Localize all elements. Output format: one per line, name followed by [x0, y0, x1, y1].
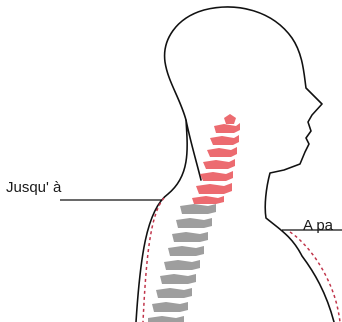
vertebra-t2: [176, 218, 212, 228]
vertebra-t5: [164, 260, 200, 270]
vertebra-t1: [180, 204, 216, 214]
vertebra-t8: [152, 302, 188, 312]
label-starting-point: A pa: [303, 218, 333, 233]
vertebra-t6: [160, 274, 196, 284]
back-outline: [165, 7, 334, 322]
vertebra-c3: [210, 135, 239, 145]
vertebra-c6: [200, 171, 233, 181]
vertebra-t4: [168, 246, 204, 256]
vertebra-c1: [224, 114, 236, 124]
vertebra-t7: [156, 288, 192, 298]
thoracic-vertebrae: [148, 204, 216, 322]
vertebra-t3: [172, 232, 208, 242]
vertebra-t9: [148, 316, 184, 322]
vertebra-c7: [196, 183, 232, 194]
vertebra-c5: [203, 159, 235, 169]
label-upper-limit: Jusqu' à: [6, 180, 61, 195]
vertebra-c8: [192, 196, 224, 204]
vertebra-c2: [214, 123, 240, 133]
vertebra-c4: [207, 147, 237, 157]
cervical-vertebrae: [192, 114, 240, 204]
